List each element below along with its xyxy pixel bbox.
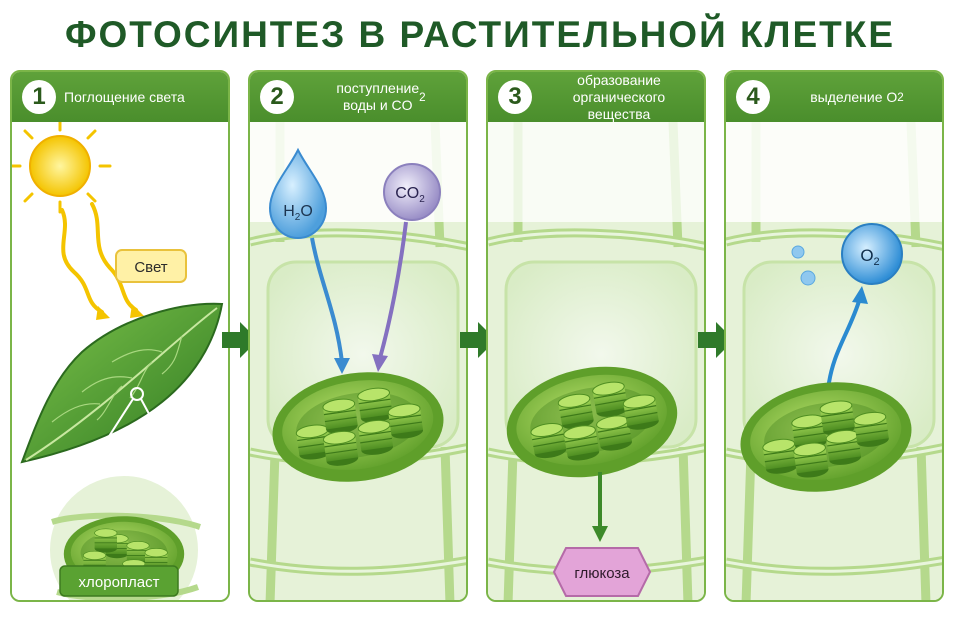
zoom-indicator: [71, 387, 193, 495]
water-formula-h: H: [283, 203, 295, 220]
step-1-illustration: Свет: [12, 122, 228, 600]
o2-molecule-icon: O2: [841, 223, 903, 285]
page-title: ФОТОСИНТЕЗ В РАСТИТЕЛЬНОЙ КЛЕТКЕ: [64, 14, 896, 55]
glucose-arrow: [592, 472, 608, 542]
leaf-icon: [20, 302, 224, 464]
co2-arrow: [372, 221, 408, 372]
chloroplast-badge: хлоропласт: [59, 565, 179, 597]
water-arrow: [310, 237, 350, 374]
step-1-label: Поглощение света: [64, 88, 185, 105]
light-label: Свет: [134, 259, 167, 276]
chloroplast-label: хлоропласт: [78, 574, 159, 591]
step-1-panel: 1 Поглощение света: [10, 70, 230, 602]
light-badge: Свет: [115, 249, 187, 283]
step-2-illustration: H2O CO2: [250, 122, 466, 602]
step-4-number: 4: [736, 80, 770, 114]
step-1-header: 1 Поглощение света: [12, 72, 228, 122]
co2-formula-sub: 2: [419, 194, 425, 205]
o2-arrow: [826, 286, 868, 391]
svg-text:O2: O2: [860, 246, 879, 268]
o2-formula-sub: 2: [874, 256, 880, 268]
sun-icon: [12, 122, 112, 214]
svg-text:H2O: H2O: [283, 203, 313, 223]
light-rays: [60, 202, 144, 320]
step-4-illustration: O2: [726, 122, 942, 602]
step-3-illustration: глюкоза: [488, 122, 704, 602]
water-drop-icon: H2O: [268, 147, 328, 240]
glucose-label: глюкоза: [574, 565, 630, 582]
step-3-number: 3: [498, 80, 532, 114]
water-formula-o: O: [300, 203, 312, 220]
water-formula-sub: 2: [295, 212, 301, 223]
svg-text:CO2: CO2: [395, 185, 425, 205]
step-2-number: 2: [260, 80, 294, 114]
co2-molecule-icon: CO2: [383, 163, 441, 221]
o2-formula-main: O: [860, 246, 873, 265]
co2-formula-main: CO: [395, 185, 419, 202]
step-1-number: 1: [22, 80, 56, 114]
glucose-hexagon: глюкоза: [552, 547, 652, 597]
bubbles: [791, 245, 816, 286]
